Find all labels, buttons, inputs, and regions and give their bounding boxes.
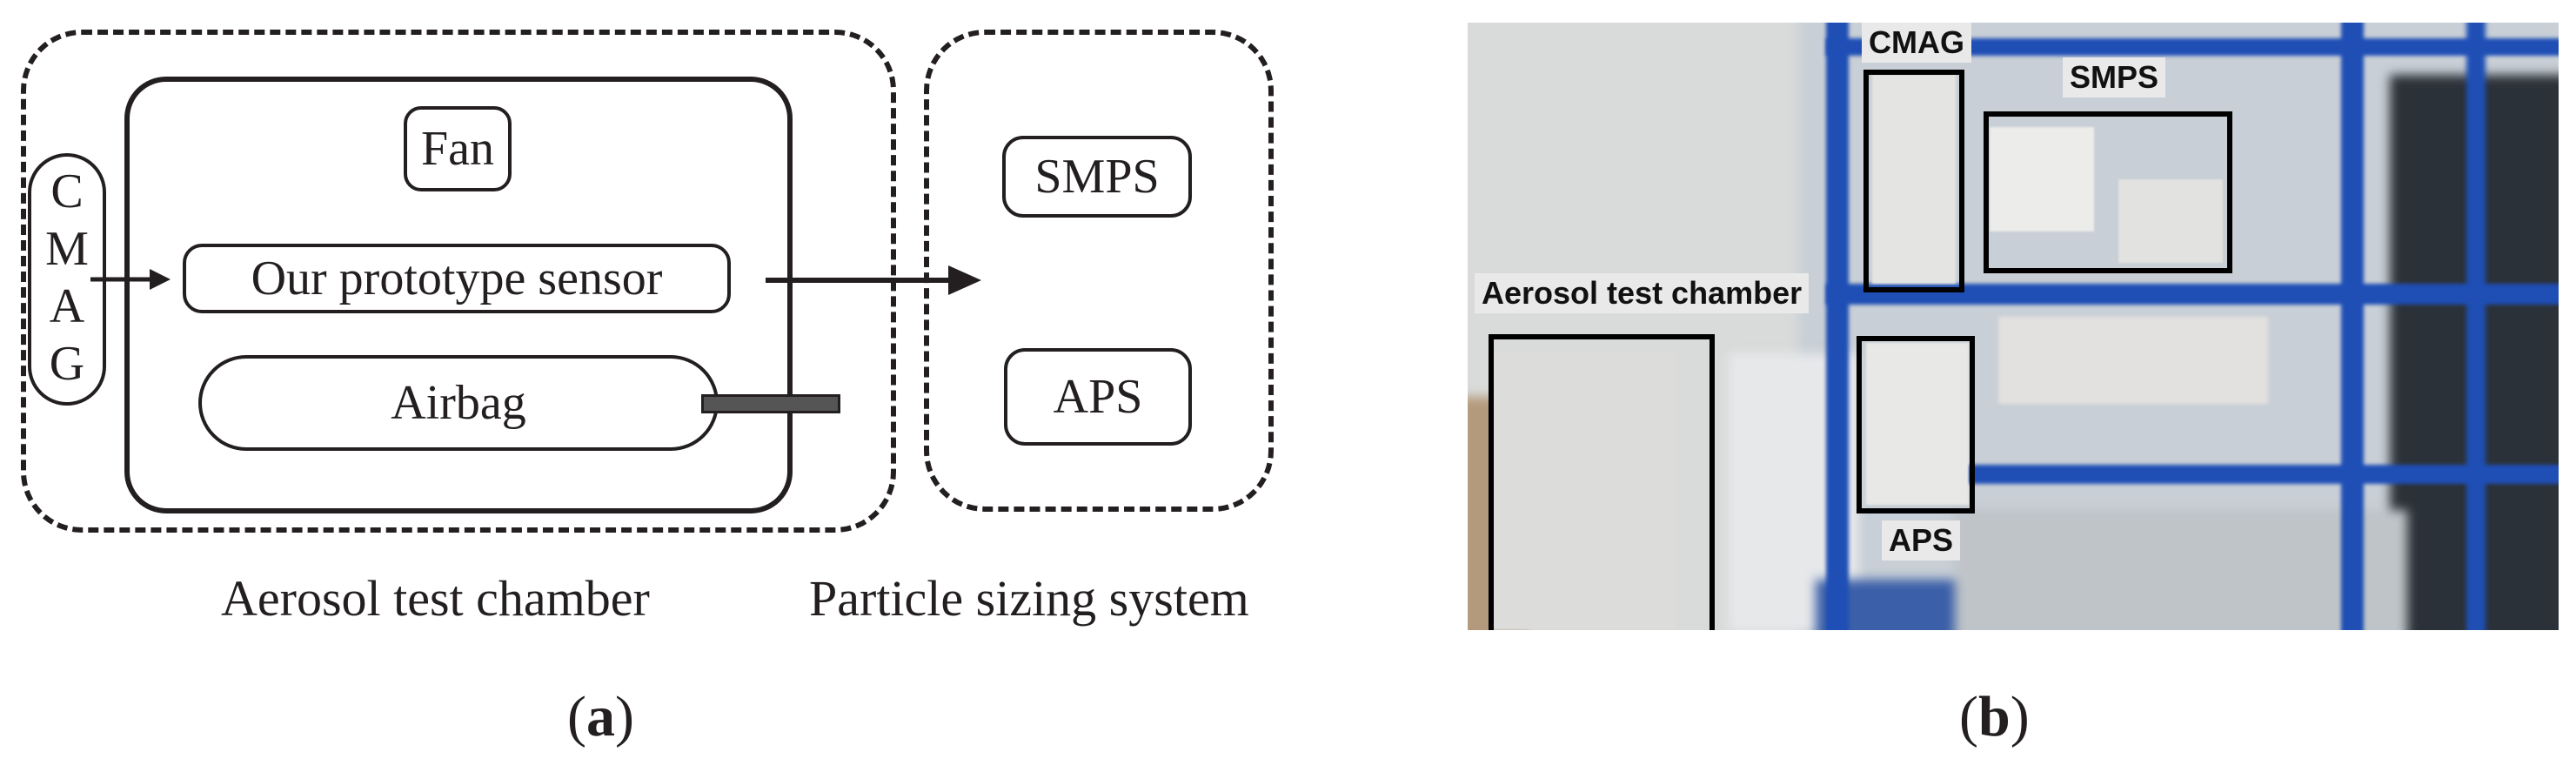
- cmag-frame: [1863, 70, 1964, 292]
- arrow-cmag-to-sensor-head: [150, 269, 171, 290]
- cmag-letter-g: G: [49, 337, 85, 391]
- smps-box: SMPS: [1002, 136, 1192, 218]
- fan-box: Fan: [404, 106, 512, 191]
- aps-device: [1866, 343, 1969, 505]
- cmag-letter-m: M: [45, 222, 89, 276]
- cmag-letter-a: A: [49, 279, 85, 333]
- panel-a-label-letter: a: [585, 685, 615, 748]
- chamber-device: [1492, 352, 1676, 630]
- chamber-box: [124, 77, 793, 513]
- tag-cmag: CMAG: [1862, 23, 1971, 63]
- panel-b-label-letter: b: [1977, 685, 2011, 748]
- long-instrument: [1998, 317, 2268, 404]
- panel-b-label: (b): [1959, 685, 2030, 748]
- bottom-shelf-items: [1955, 510, 2407, 630]
- cmag-letter-c: C: [50, 164, 84, 218]
- aps-frame: [1857, 336, 1975, 513]
- aerosol-test-chamber-frame: [1489, 334, 1715, 630]
- tag-smps: SMPS: [2063, 57, 2166, 97]
- airbag-outlet-pipe: [701, 394, 840, 413]
- panel-b-photo: CMAG SMPS APS Aerosol test chamber: [1468, 23, 2559, 630]
- caption-particle-sizing-system: Particle sizing system: [809, 570, 1249, 627]
- sizing-system-dashed-boundary: [924, 30, 1274, 512]
- shelf-post-left: [1826, 23, 1849, 630]
- aps-box: APS: [1004, 348, 1192, 446]
- caption-aerosol-test-chamber: Aerosol test chamber: [221, 570, 650, 627]
- smps-device-right: [2118, 179, 2223, 263]
- smps-device-left: [1990, 127, 2094, 232]
- shelf-beam-top: [1826, 38, 2559, 56]
- flow-arrows: [90, 265, 981, 295]
- tag-aerosol-test-chamber: Aerosol test chamber: [1475, 273, 1810, 313]
- smps-frame: [1984, 111, 2232, 273]
- airbag-box: Airbag: [198, 355, 719, 451]
- cmag-device: [1872, 75, 1956, 284]
- shelf-post-right: [2466, 23, 2486, 630]
- tag-aps: APS: [1882, 520, 1961, 560]
- panel-a-label: (a): [567, 685, 634, 748]
- shelf-post-middle: [2341, 23, 2364, 630]
- arrow-sensor-to-sizing-head: [948, 265, 981, 295]
- shelf-beam-lower: [1955, 465, 2559, 484]
- sensor-box: Our prototype sensor: [183, 244, 731, 313]
